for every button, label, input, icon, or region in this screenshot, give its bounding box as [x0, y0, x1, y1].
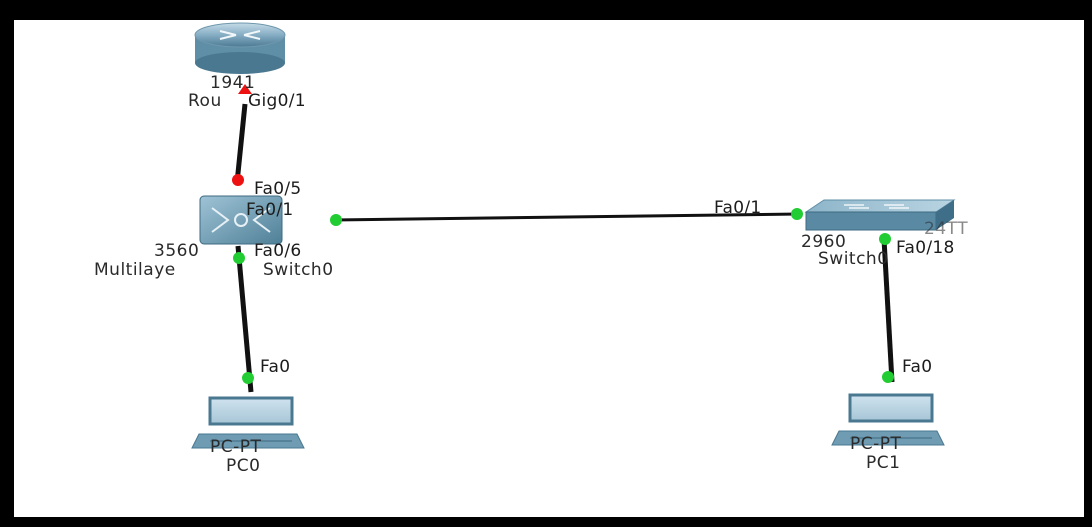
pc-icon[interactable] [831, 393, 945, 446]
router-model-label: 1941 [210, 73, 255, 93]
port-label-mls-fa01: Fa0/1 [246, 200, 294, 220]
topology-workspace[interactable]: 1941 Rou 3560 Multilaye Switch0 2960 24T… [14, 20, 1086, 517]
link-switch-pc1[interactable] [881, 238, 895, 383]
switch-icon[interactable] [804, 199, 956, 231]
pc0-model-label: PC-PT [210, 437, 262, 457]
link-mls-switch[interactable] [333, 212, 800, 222]
link-down-indicator [238, 84, 252, 94]
multilayer-switch-icon[interactable] [199, 195, 283, 245]
link-down-indicator [232, 174, 244, 186]
pc0-name-label: PC0 [226, 456, 260, 476]
port-label-mls-fa05: Fa0/5 [254, 179, 302, 199]
router-name-label: Rou [188, 91, 222, 111]
mls-name-suffix-label: Switch0 [263, 260, 334, 280]
link-up-indicator [879, 233, 891, 245]
switch-model-label: 2960 [801, 232, 846, 252]
link-up-indicator [330, 214, 342, 226]
port-label-pc0-fa0: Fa0 [260, 357, 290, 377]
port-label-pc1-fa0: Fa0 [902, 357, 932, 377]
link-mls-pc0[interactable] [235, 245, 254, 393]
switch-name-label: Switch0 [818, 249, 889, 269]
topology-diagram: 1941 Rou 3560 Multilaye Switch0 2960 24T… [94, 22, 968, 476]
switch-model-suffix-label: 24TT [924, 219, 968, 239]
mls-name-label: Multilaye [94, 260, 176, 280]
pc1-name-label: PC1 [866, 453, 900, 473]
mls-model-label: 3560 [154, 241, 199, 261]
port-label-switch-fa01: Fa0/1 [714, 198, 762, 218]
port-label-switch-fa018: Fa0/18 [896, 238, 955, 258]
link-up-indicator [242, 372, 254, 384]
link-up-indicator [791, 208, 803, 220]
port-label-mls-fa06: Fa0/6 [254, 241, 302, 261]
link-router-mls[interactable] [234, 103, 248, 184]
link-up-indicator [233, 252, 245, 264]
pc1-model-label: PC-PT [850, 434, 902, 454]
link-up-indicator [882, 371, 894, 383]
port-label-router-gig01: Gig0/1 [248, 91, 306, 111]
router-icon[interactable] [194, 22, 286, 74]
pc-icon[interactable] [191, 396, 305, 449]
